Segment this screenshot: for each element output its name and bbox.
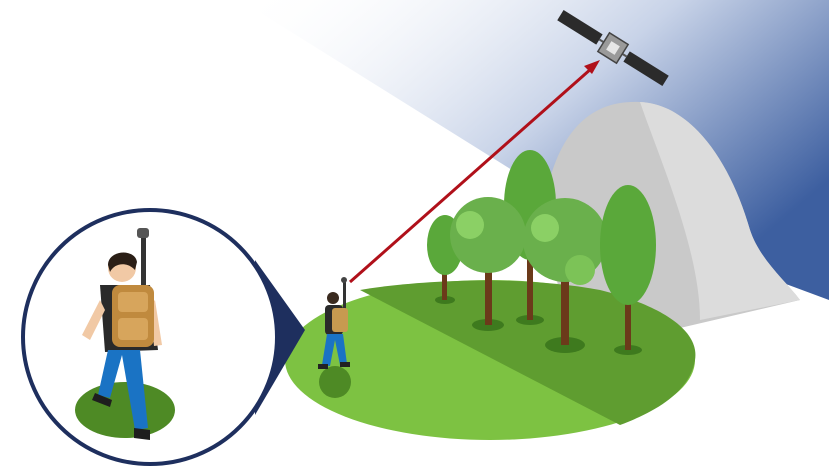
zoom-callout <box>23 210 305 464</box>
